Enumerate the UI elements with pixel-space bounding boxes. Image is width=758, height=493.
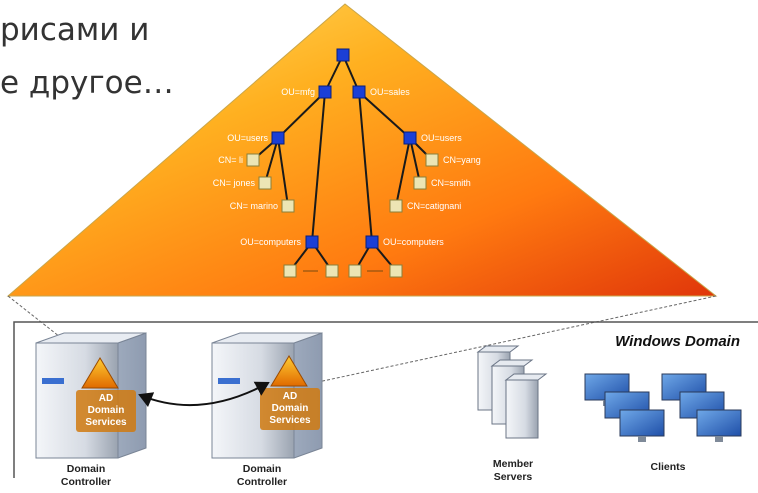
ou-nodes: [271, 48, 417, 249]
label-ou-users-left: OU=users: [227, 133, 268, 143]
label-cn-marino: CN= marino: [230, 201, 278, 211]
label-cn-li: CN= li: [218, 155, 243, 165]
dc1-caption-line2: Controller: [61, 476, 111, 488]
domain-controller-1: AD Domain Services Domain Controller: [35, 332, 147, 488]
member-caption-line2: Servers: [494, 471, 533, 483]
dc1-caption-line1: Domain: [67, 463, 106, 475]
replication-arrow: [138, 381, 270, 407]
ou-sales-node: [352, 85, 366, 99]
computer-node-4: [389, 264, 403, 278]
dc2-ad-line3: Services: [269, 415, 311, 426]
ou-computers-left-node: [305, 235, 319, 249]
label-cn-smith: CN=smith: [431, 178, 471, 188]
label-ou-sales: OU=sales: [370, 87, 410, 97]
label-ou-mfg: OU=mfg: [281, 87, 315, 97]
label-cn-catignani: CN=catignani: [407, 201, 461, 211]
client-monitor: [619, 409, 665, 442]
label-ou-computers-right: OU=computers: [383, 237, 444, 247]
ou-mfg-node: [318, 85, 332, 99]
cn-nodes: [246, 153, 439, 278]
cn-li-node: [246, 153, 260, 167]
member-caption-line1: Member: [493, 458, 533, 470]
dc1-ad-line2: Domain: [88, 405, 125, 416]
cn-catignani-node: [389, 199, 403, 213]
background-text-line-2: е другое…: [0, 65, 174, 101]
dc2-caption-line1: Domain: [243, 463, 282, 475]
dc2-ad-line2: Domain: [272, 403, 309, 414]
domain-controller-2: AD Domain Services Domain Controller: [211, 332, 323, 488]
computer-node-1: [283, 264, 297, 278]
dc1-ad-line3: Services: [85, 417, 127, 428]
computer-node-2: [325, 264, 339, 278]
ou-users-left-node: [271, 131, 285, 145]
dc2-ad-line1: AD: [283, 391, 297, 402]
ad-hierarchy-triangle: [6, 3, 718, 297]
cn-marino-node: [281, 199, 295, 213]
cn-yang-node: [425, 153, 439, 167]
dc1-ad-line1: AD: [99, 393, 113, 404]
cn-jones-node: [258, 176, 272, 190]
background-text-line-1: рисами и: [0, 12, 150, 48]
ou-users-right-node: [403, 131, 417, 145]
label-cn-yang: CN=yang: [443, 155, 481, 165]
client-monitor: [696, 409, 742, 442]
computer-node-3: [348, 264, 362, 278]
ou-computers-right-node: [365, 235, 379, 249]
member-servers: Member Servers: [476, 345, 548, 483]
dc2-caption-line2: Controller: [237, 476, 287, 488]
ad-domain-services-icon: AD Domain Services: [76, 357, 136, 432]
label-ou-users-right: OU=users: [421, 133, 462, 143]
clients: Clients: [584, 373, 742, 473]
ad-domain-services-icon: AD Domain Services: [260, 355, 320, 430]
windows-domain-title: Windows Domain: [615, 333, 740, 350]
cn-smith-node: [413, 176, 427, 190]
label-cn-jones: CN= jones: [213, 178, 256, 188]
label-ou-computers-left: OU=computers: [240, 237, 301, 247]
root-node: [336, 48, 350, 62]
clients-caption: Clients: [650, 461, 685, 473]
windows-domain-box: Windows Domain: [13, 321, 758, 478]
